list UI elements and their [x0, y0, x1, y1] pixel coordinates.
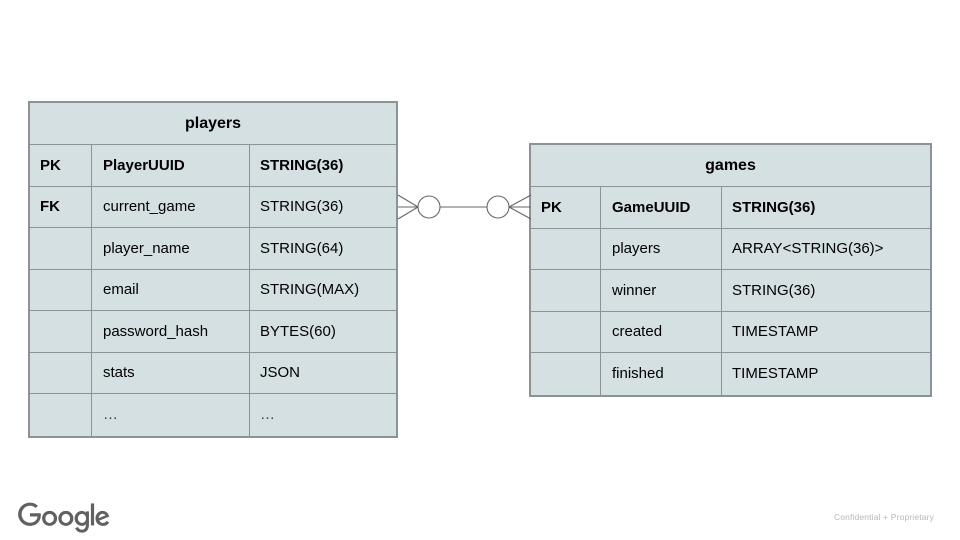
column-key-badge — [30, 311, 92, 352]
column-type: STRING(36) — [732, 281, 816, 299]
column-name: current_game — [92, 186, 250, 227]
crows-foot-right — [508, 194, 532, 220]
table-row: PK PlayerUUID STRING(36) — [30, 145, 396, 187]
column-name: finished — [601, 353, 722, 395]
table-row: email STRING(MAX) — [30, 269, 396, 311]
column-type: STRING(64) — [260, 239, 344, 257]
column-name: created — [601, 311, 722, 352]
optionality-circle-left — [417, 195, 441, 219]
table-row: finished TIMESTAMP — [531, 353, 930, 395]
column-name: winner — [601, 270, 722, 311]
google-logo — [18, 502, 110, 533]
table-row: FK current_game STRING(36) — [30, 186, 396, 228]
table-row: stats JSON — [30, 352, 396, 394]
column-type: JSON — [260, 364, 301, 382]
column-name: PlayerUUID — [92, 145, 250, 186]
table-row: created TIMESTAMP — [531, 311, 930, 353]
optionality-circle-right — [486, 195, 510, 219]
column-type: ARRAY<STRING(36)> — [732, 240, 884, 258]
column-key-badge — [30, 269, 92, 310]
column-type: STRING(MAX) — [260, 281, 360, 299]
table-row: players ARRAY<STRING(36)> — [531, 228, 930, 270]
table-row: player_name STRING(64) — [30, 228, 396, 270]
column-key-badge — [30, 352, 92, 393]
column-type: … — [260, 406, 275, 424]
column-name: players — [601, 228, 722, 269]
column-key-badge — [531, 228, 601, 269]
relationship-connector-players-games — [397, 194, 532, 220]
crows-foot-left — [397, 194, 419, 220]
column-type: STRING(36) — [260, 156, 344, 174]
column-key-badge: PK — [531, 187, 601, 228]
column-key-badge: PK — [30, 145, 92, 186]
column-key-badge — [30, 228, 92, 269]
column-name: player_name — [92, 228, 250, 269]
column-key-badge — [531, 270, 601, 311]
entity-title-games: games — [531, 145, 930, 187]
table-row: … … — [30, 394, 396, 436]
column-name: GameUUID — [601, 187, 722, 228]
column-type: STRING(36) — [260, 198, 344, 216]
column-type: STRING(36) — [732, 198, 816, 216]
entity-table-players: players PK PlayerUUID STRING(36) FK curr… — [28, 101, 398, 438]
entity-table-games: games PK GameUUID STRING(36) players ARR… — [529, 143, 932, 397]
entity-title-players: players — [30, 103, 396, 145]
column-key-badge — [531, 311, 601, 352]
column-name: … — [92, 394, 250, 436]
column-key-badge: FK — [30, 186, 92, 227]
column-key-badge — [531, 353, 601, 395]
column-type: TIMESTAMP — [732, 365, 819, 383]
column-key-badge — [30, 394, 92, 436]
table-row: password_hash BYTES(60) — [30, 311, 396, 353]
confidentiality-note: Confidential + Proprietary — [833, 512, 934, 522]
column-name: stats — [92, 352, 250, 393]
table-row: winner STRING(36) — [531, 270, 930, 312]
column-name: password_hash — [92, 311, 250, 352]
column-name: email — [92, 269, 250, 310]
column-type: TIMESTAMP — [732, 323, 819, 341]
column-type: BYTES(60) — [260, 322, 336, 340]
table-row: PK GameUUID STRING(36) — [531, 187, 930, 229]
